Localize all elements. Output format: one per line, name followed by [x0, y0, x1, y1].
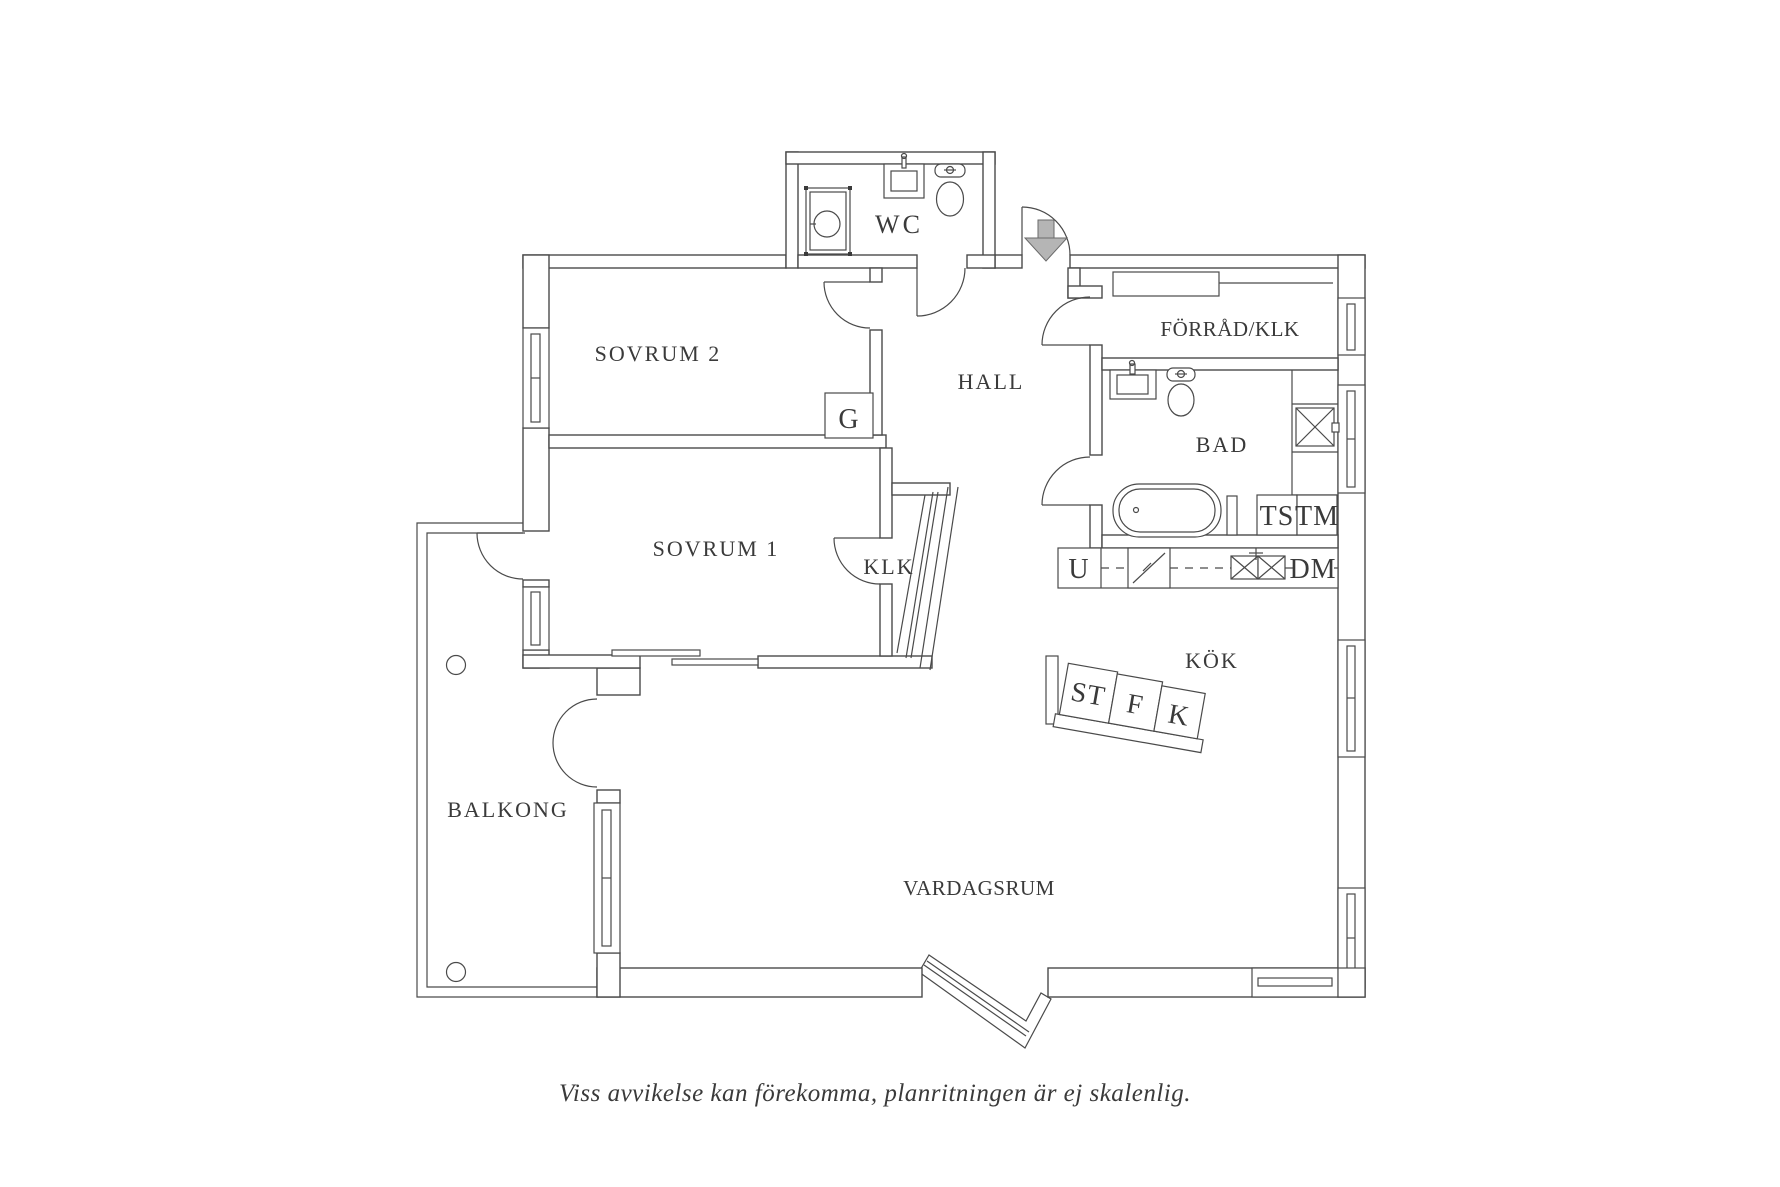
room-label-vardagsrum: VARDAGSRUM [903, 876, 1055, 900]
forrad-shelf [1112, 271, 1333, 297]
fixture-label-frys: F [1124, 688, 1146, 721]
stove-icon [1127, 547, 1171, 589]
room-label-bad: BAD [1196, 432, 1248, 457]
wc-fixtures [804, 152, 966, 256]
wall-segment [869, 267, 883, 283]
fixture-label-torkskap: TS [1260, 501, 1295, 532]
klk-slanted-wall [896, 486, 959, 671]
window [1337, 297, 1366, 356]
wall-segment [522, 254, 787, 269]
caption: Viss avvikelse kan förekomma, planritnin… [559, 1080, 1191, 1107]
wall-segment [596, 667, 641, 696]
wall-segment [522, 427, 550, 532]
door-klk [833, 537, 881, 585]
wall-segment [1089, 344, 1103, 456]
fixture-label-tvattmaskin: TM [1295, 501, 1339, 532]
wall-segment [785, 151, 996, 165]
room-label-sovrum2: SOVRUM 2 [595, 341, 722, 366]
wall-segment [891, 482, 951, 496]
door-balcony-double [552, 698, 598, 788]
sink-icon [1109, 359, 1157, 400]
dryer-box [1256, 494, 1298, 536]
fixture-label-st: ST [1068, 676, 1108, 713]
window [1251, 967, 1366, 998]
room-label-kok: KÖK [1185, 648, 1239, 673]
sliding-door [611, 649, 759, 666]
entry-arrow-icon [1023, 219, 1069, 262]
kitchen-island: ST F K [1045, 655, 1206, 754]
floor-drain-icon [445, 654, 467, 676]
wall-segment [596, 789, 621, 804]
wall-segment [522, 579, 550, 588]
wall-segment [522, 254, 550, 329]
door-wc [916, 267, 966, 317]
wall-segment [596, 952, 621, 998]
room-label-forrad: FÖRRÅD/KLK [1160, 317, 1299, 341]
wall-segment [1069, 254, 1366, 269]
wall-segment [785, 151, 799, 269]
room-label-klk: KLK [863, 554, 914, 579]
bad-fixtures [1109, 359, 1340, 538]
window [1337, 639, 1366, 758]
wall-segment [1337, 254, 1366, 998]
room-label-wc: WC [875, 210, 923, 239]
washer-box [1296, 494, 1338, 536]
fixture-label-kyl: K [1166, 699, 1192, 733]
kitchen-sink-icon [1230, 548, 1286, 580]
balcony [416, 522, 599, 998]
door-forrad [1041, 296, 1091, 346]
fixture-label-ugn: U [1068, 554, 1089, 585]
kitchen-counter: U DM [1057, 547, 1339, 589]
wall-segment [596, 967, 923, 998]
door-bad [1041, 456, 1091, 506]
wall-segment [982, 151, 996, 269]
toilet-icon [1166, 367, 1196, 417]
sink-icon [883, 152, 925, 199]
bay-window [918, 954, 1052, 1049]
floor-drain-icon [445, 961, 467, 983]
wall-segment [879, 447, 893, 539]
fixture-label-diskmaskin: DM [1289, 554, 1336, 585]
wall-segment [797, 254, 918, 269]
door-sovrum2 [823, 281, 871, 329]
room-label-balkong: BALKONG [447, 797, 569, 822]
room-label-sovrum1: SOVRUM 1 [653, 536, 780, 561]
wall-segment [966, 254, 996, 269]
windows [522, 297, 1366, 998]
wall-segment [522, 654, 641, 669]
fixture-label-garderob: G [838, 404, 859, 435]
room-label-hall: HALL [958, 369, 1025, 394]
wall-segment [1101, 357, 1339, 371]
wall-segment [994, 254, 1023, 269]
bathtub-icon [1112, 483, 1238, 538]
window [522, 586, 550, 651]
wall-segment [1067, 285, 1103, 299]
wall-segment [548, 434, 887, 449]
window [522, 327, 550, 429]
doors [476, 206, 1091, 788]
closet-g: G [824, 392, 874, 439]
wall-segment [1089, 504, 1103, 549]
toilet-icon [934, 163, 966, 217]
walls [522, 151, 1366, 998]
door-entrance [1021, 206, 1071, 256]
window [1337, 384, 1366, 494]
wall-segment [879, 583, 893, 657]
washing-machine-icon [804, 186, 852, 256]
door-balcony-sovrum1 [476, 532, 524, 580]
window [593, 802, 621, 954]
